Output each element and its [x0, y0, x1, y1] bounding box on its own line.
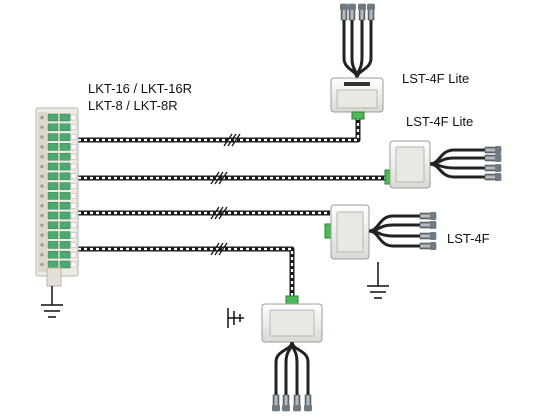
terminal-block — [47, 133, 59, 141]
terminal-block — [47, 172, 59, 181]
bnc-connectors — [368, 212, 437, 250]
device-lst4f-lite-top — [330, 3, 384, 120]
terminal-block — [59, 192, 71, 200]
terminal-block — [59, 133, 71, 141]
terminal-block — [47, 113, 59, 122]
terminal-block — [47, 241, 59, 249]
cable-twist — [78, 118, 360, 142]
terminal-block — [59, 182, 71, 190]
terminal-block — [59, 201, 71, 210]
terminal-block — [47, 182, 59, 190]
terminal-block — [47, 231, 59, 239]
terminal-block — [59, 123, 71, 132]
patch-panel-terminals — [40, 113, 77, 269]
terminal-block — [47, 201, 59, 210]
terminal-block — [59, 221, 71, 230]
coax-lead — [350, 20, 359, 79]
terminal-block — [47, 143, 59, 151]
terminal-block — [59, 162, 71, 171]
terminal-block — [59, 113, 71, 122]
terminal-block — [47, 123, 59, 132]
terminal-block — [47, 221, 59, 230]
twisted-cable-4 — [78, 249, 292, 300]
terminal-block — [59, 143, 71, 151]
ground-icon — [227, 308, 244, 328]
device-label-lite-right: LST-4F Lite — [406, 114, 474, 129]
coax-lead — [290, 341, 310, 395]
device-label-lite-top: LST-4F Lite — [402, 71, 470, 86]
patch-panel-label-line1: LKT-16 / LKT-16R — [88, 81, 193, 96]
twisted-cable-1 — [78, 118, 358, 140]
cable-outline — [78, 118, 361, 143]
coax-lead — [368, 229, 420, 248]
device-label-std-right: LST-4F — [447, 231, 490, 246]
device-lst4f-lite-right — [384, 140, 502, 189]
terminal-block — [47, 260, 59, 269]
cable-break-icon — [210, 133, 241, 256]
terminal-block — [59, 260, 71, 269]
bnc-connectors — [340, 3, 375, 79]
terminal-block — [47, 162, 59, 171]
device-lst4f-right — [324, 204, 437, 260]
terminal-block — [59, 241, 71, 249]
patch-panel-label-line2: LKT-8 / LKT-8R — [88, 98, 178, 113]
bnc-connectors — [272, 341, 312, 412]
terminal-block — [59, 152, 71, 161]
coax-lead — [355, 20, 373, 79]
cable-layer — [78, 118, 390, 300]
terminal-block — [47, 211, 59, 220]
ground-icon — [41, 286, 63, 318]
coax-lead — [355, 20, 364, 79]
terminal-block — [59, 211, 71, 220]
terminal-block — [47, 192, 59, 200]
bnc-connectors — [429, 146, 502, 181]
terminal-block — [59, 172, 71, 181]
terminal-block — [47, 152, 59, 161]
cable-outline — [78, 246, 295, 300]
ground-icon — [367, 262, 389, 299]
cable-twist — [78, 247, 294, 300]
terminal-block — [59, 231, 71, 239]
terminal-block — [47, 250, 59, 259]
coax-lead — [429, 162, 485, 179]
coax-lead — [290, 341, 299, 395]
terminal-block — [59, 250, 71, 259]
device-lst4f-bottom — [261, 295, 323, 412]
patch-panel — [35, 107, 79, 287]
